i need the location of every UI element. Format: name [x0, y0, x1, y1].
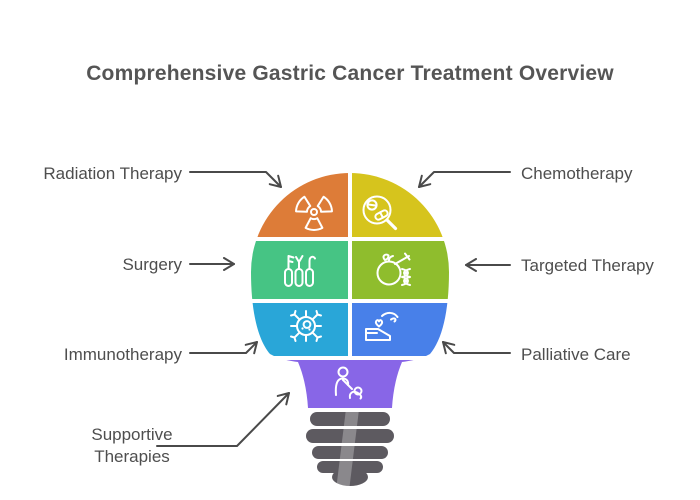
- hand-heart-icon: [365, 311, 399, 341]
- bulb-sections: [251, 173, 449, 408]
- pills-magnifier-icon: [362, 195, 398, 231]
- immune-cell-icon: [290, 310, 322, 342]
- arrow-chemotherapy: [418, 171, 511, 188]
- label-supportive-therapies: Supportive Therapies: [91, 425, 173, 466]
- label-radiation-therapy: Radiation Therapy: [43, 164, 182, 183]
- label-targeted-therapy: Targeted Therapy: [521, 256, 654, 275]
- screw-ridge: [312, 446, 388, 459]
- arrow-supportive-therapies: [156, 392, 290, 447]
- apple-dna-icon: [376, 252, 411, 286]
- screw-ridge: [317, 461, 383, 473]
- section-supportive-therapies: [255, 360, 445, 408]
- bulb-screw-base: [306, 409, 394, 491]
- caregiver-patient-icon: [334, 366, 363, 400]
- screw-highlight: [336, 409, 359, 491]
- label-immunotherapy: Immunotherapy: [63, 345, 182, 364]
- arrow-radiation-therapy: [189, 171, 282, 188]
- surgical-instruments-icon: [284, 255, 316, 287]
- section-radiation-therapy: [251, 173, 348, 237]
- label-chemotherapy: Chemotherapy: [521, 164, 633, 183]
- screw-ridge: [306, 429, 394, 443]
- radiation-icon: [293, 194, 335, 231]
- screw-tip: [332, 468, 368, 486]
- arrow-immunotherapy: [189, 341, 258, 355]
- page-title: Comprehensive Gastric Cancer Treatment O…: [86, 62, 614, 85]
- arrow-palliative-care: [442, 341, 511, 355]
- screw-ridge: [310, 412, 390, 426]
- label-palliative-care: Palliative Care: [521, 345, 631, 364]
- label-surgery: Surgery: [122, 255, 182, 274]
- section-immunotherapy: [251, 303, 348, 356]
